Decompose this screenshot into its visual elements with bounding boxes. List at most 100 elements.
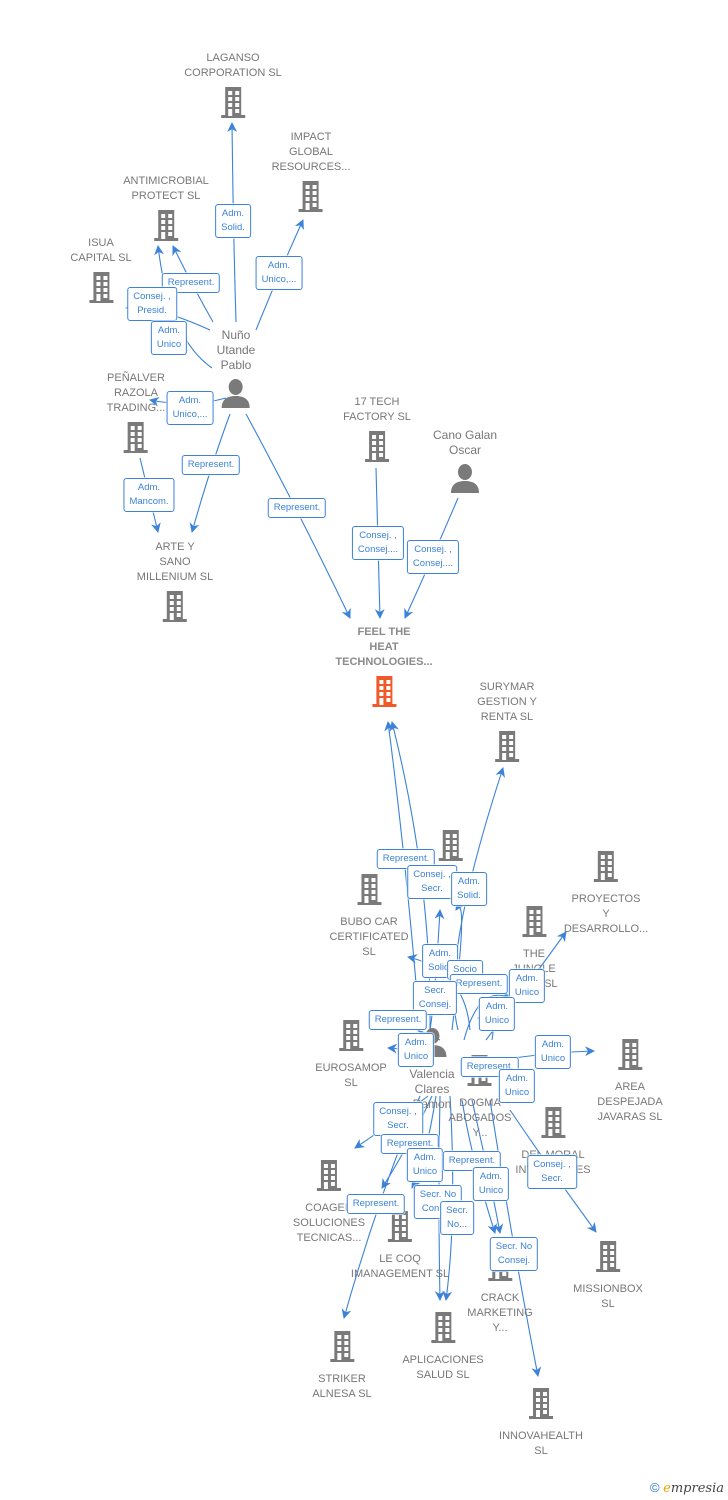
- relationship-label[interactable]: Adm.Solid.: [215, 204, 251, 238]
- building-icon[interactable]: [312, 1329, 371, 1368]
- building-icon[interactable]: [510, 904, 557, 943]
- relationship-label[interactable]: Represent.: [346, 1194, 406, 1214]
- relationship-label[interactable]: Adm.Mancom.: [123, 478, 175, 512]
- relationship-label[interactable]: Adm.Unico: [472, 1167, 510, 1201]
- relationship-label[interactable]: Adm.Unico: [150, 321, 188, 355]
- footer-brand[interactable]: © empresia: [650, 1480, 724, 1496]
- relationship-label[interactable]: Consej. ,Presid.: [127, 287, 177, 321]
- building-icon[interactable]: [70, 270, 131, 309]
- relationship-label[interactable]: Adm.Solid.: [451, 872, 487, 906]
- person-icon[interactable]: [217, 377, 256, 414]
- relationship-label[interactable]: Adm.Unico: [478, 997, 516, 1031]
- relationship-label[interactable]: Adm.Unico: [534, 1035, 572, 1069]
- building-icon[interactable]: [477, 729, 537, 768]
- empresia-logo: empresia: [663, 1481, 724, 1496]
- relationship-label[interactable]: Represent.: [449, 974, 509, 994]
- relationship-label[interactable]: Represent.: [368, 1010, 428, 1030]
- building-icon[interactable]: [315, 1018, 387, 1057]
- relationship-label[interactable]: Adm.Unico: [498, 1069, 536, 1103]
- person-icon[interactable]: [433, 462, 497, 499]
- relationship-label[interactable]: Consej. ,Secr.: [407, 865, 457, 899]
- building-icon[interactable]: [597, 1037, 662, 1076]
- relationship-label[interactable]: Consej. ,Consej....: [351, 526, 405, 560]
- building-icon[interactable]: [123, 208, 209, 247]
- relationship-label[interactable]: Represent.: [267, 498, 327, 518]
- relationship-label[interactable]: Consej. ,Secr.: [527, 1155, 577, 1189]
- relationship-label[interactable]: Consej. ,Consej....: [406, 540, 460, 574]
- relationship-label[interactable]: Adm.Unico: [508, 969, 546, 1003]
- relationship-label[interactable]: Secr.Consej.: [412, 981, 458, 1015]
- relationship-label[interactable]: Adm.Unico: [406, 1148, 444, 1182]
- building-icon[interactable]: [433, 828, 469, 867]
- relationship-label[interactable]: Represent.: [376, 849, 436, 869]
- relationship-label[interactable]: Secr.No...: [440, 1201, 474, 1235]
- building-icon[interactable]: [573, 1239, 643, 1278]
- building-icon[interactable]: [329, 872, 408, 911]
- building-icon[interactable]: [184, 85, 282, 124]
- relationship-label[interactable]: Adm.Unico,...: [255, 256, 303, 290]
- building-icon[interactable]: [107, 420, 166, 459]
- copyright-symbol: ©: [649, 1480, 660, 1495]
- relationship-label[interactable]: Adm.Unico,...: [166, 391, 214, 425]
- building-icon[interactable]: [293, 1158, 365, 1197]
- relationship-label[interactable]: Represent.: [181, 455, 241, 475]
- relationship-label[interactable]: Represent.: [442, 1151, 502, 1171]
- building-icon[interactable]: [343, 429, 411, 468]
- building-icon[interactable]: [137, 589, 213, 628]
- building-icon[interactable]: [351, 1209, 449, 1248]
- building-icon[interactable]: [272, 179, 351, 218]
- relationship-label[interactable]: Consej. ,Secr.: [373, 1102, 423, 1136]
- building-icon[interactable]: [564, 849, 648, 888]
- building-icon[interactable]: [402, 1310, 483, 1349]
- building-icon[interactable]: [499, 1386, 583, 1425]
- relationship-label[interactable]: Adm.Unico: [397, 1033, 435, 1067]
- building-icon[interactable]: [515, 1105, 590, 1144]
- building-icon[interactable]: [335, 674, 432, 713]
